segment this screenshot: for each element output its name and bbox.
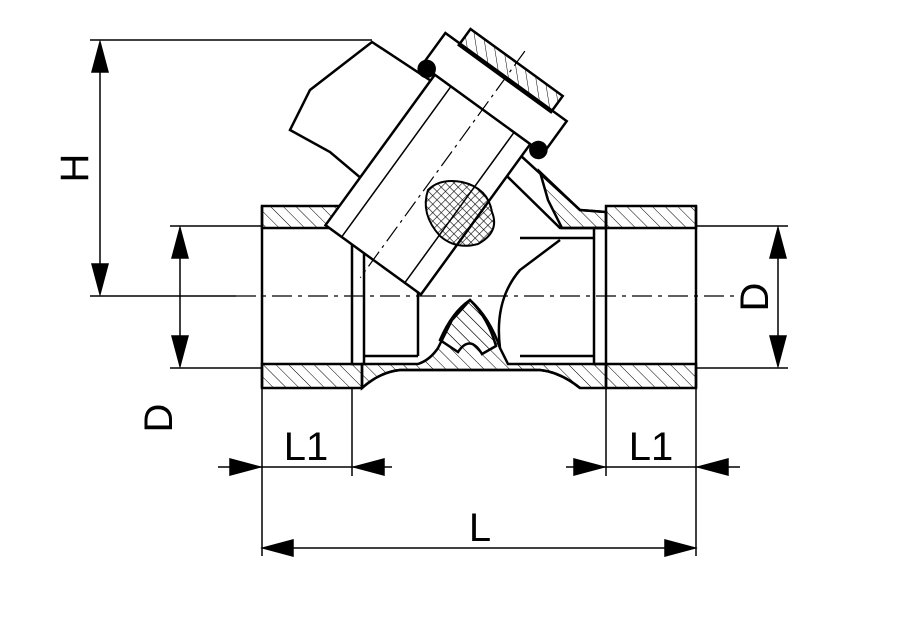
partition [438,298,498,356]
label-l1-right: L1 [629,425,674,469]
strainer-cap [323,27,569,297]
h-arrow-top [91,39,109,73]
o-ring-right [529,140,548,160]
label-d-right: D [733,283,777,312]
label-l: L [469,506,491,550]
housing-wall-hatch [537,167,608,230]
right-end-bottom-wall [604,362,698,390]
h-arrow-bottom [91,263,109,297]
label-l1-left: L1 [284,425,329,469]
left-end-bottom-wall [260,362,364,390]
o-ring-left [417,59,436,79]
label-d-left: D [137,404,181,433]
mesh-window [424,180,496,247]
label-h: H [53,154,97,183]
dimensions [90,39,788,557]
right-end-top-wall [604,204,698,230]
